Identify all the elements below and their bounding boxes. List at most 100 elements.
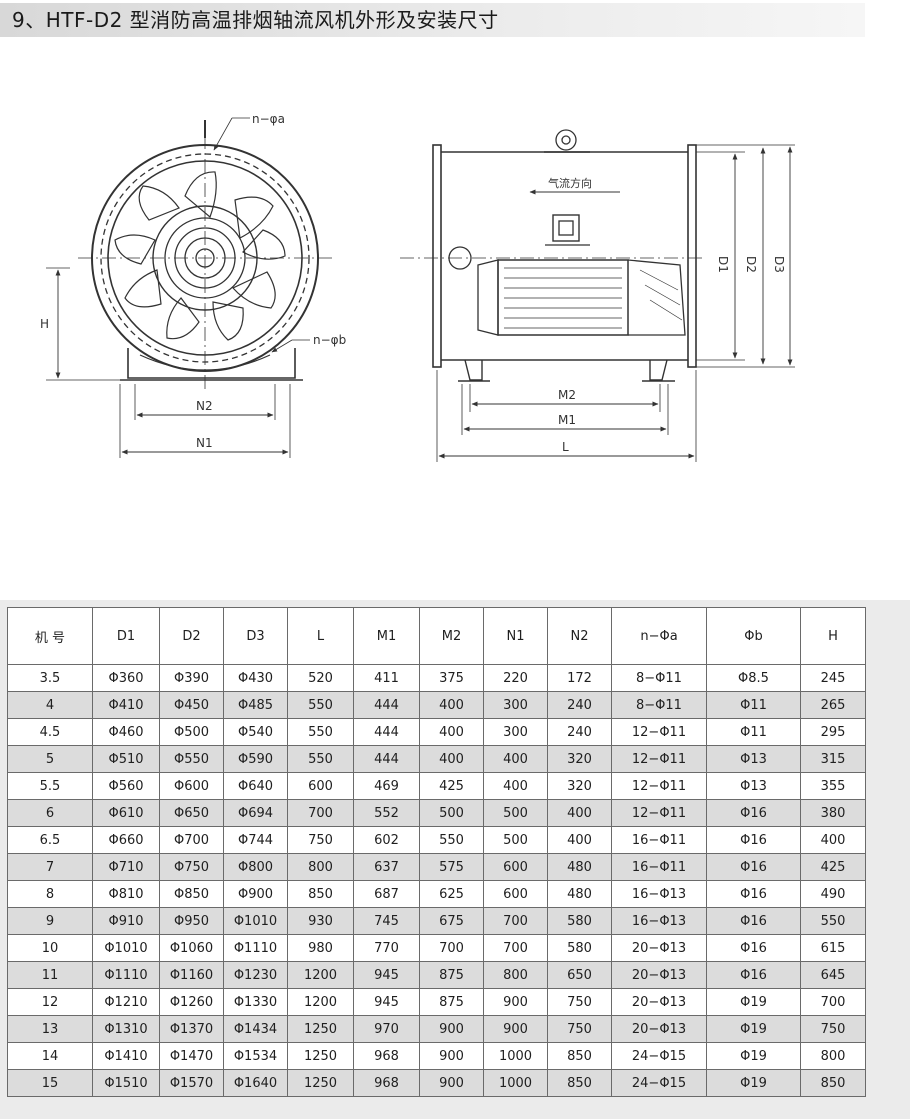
- table-cell: 300: [483, 691, 548, 719]
- table-cell: 400: [483, 772, 548, 800]
- table-cell: 850: [287, 880, 354, 908]
- table-cell: Φ16: [706, 853, 801, 881]
- table-cell: 1000: [483, 1042, 548, 1070]
- table-cell: Φ590: [223, 745, 288, 773]
- table-cell: 968: [353, 1069, 420, 1097]
- table-cell: 687: [353, 880, 420, 908]
- table-cell: 16−Φ13: [611, 880, 707, 908]
- table-cell: 675: [419, 907, 484, 935]
- table-cell: 490: [800, 880, 866, 908]
- table-cell: Φ1310: [92, 1015, 160, 1043]
- table-cell: Φ800: [223, 853, 288, 881]
- table-cell: 750: [287, 826, 354, 854]
- table-cell: Φ11: [706, 691, 801, 719]
- table-cell: Φ1470: [159, 1042, 224, 1070]
- table-cell: 930: [287, 907, 354, 935]
- table-cell: 600: [287, 772, 354, 800]
- table-cell: 700: [800, 988, 866, 1016]
- table-cell: 16−Φ11: [611, 826, 707, 854]
- table-cell: 12: [7, 988, 93, 1016]
- table-cell: Φ11: [706, 718, 801, 746]
- table-cell: 8−Φ11: [611, 664, 707, 692]
- label-d2: D2: [744, 256, 758, 273]
- table-cell: 550: [287, 718, 354, 746]
- table-cell: 12−Φ11: [611, 799, 707, 827]
- table-cell: 300: [483, 718, 548, 746]
- table-cell: 520: [287, 664, 354, 692]
- table-cell: Φ950: [159, 907, 224, 935]
- table-cell: 8: [7, 880, 93, 908]
- table-cell: 550: [419, 826, 484, 854]
- table-cell: 580: [547, 934, 612, 962]
- page-title: 9、HTF-D2 型消防高温排烟轴流风机外形及安装尺寸: [12, 8, 499, 32]
- table-cell: 12−Φ11: [611, 772, 707, 800]
- column-header: D1: [92, 607, 160, 665]
- table-cell: Φ1010: [92, 934, 160, 962]
- table-cell: 600: [483, 853, 548, 881]
- table-cell: Φ1534: [223, 1042, 288, 1070]
- table-cell: 320: [547, 772, 612, 800]
- table-cell: 580: [547, 907, 612, 935]
- table-cell: 970: [353, 1015, 420, 1043]
- table-cell: Φ1010: [223, 907, 288, 935]
- table-cell: 295: [800, 718, 866, 746]
- title-bar: 9、HTF-D2 型消防高温排烟轴流风机外形及安装尺寸: [0, 3, 865, 37]
- table-cell: 400: [419, 691, 484, 719]
- table-cell: 444: [353, 691, 420, 719]
- table-cell: 444: [353, 718, 420, 746]
- table-cell: Φ430: [223, 664, 288, 692]
- table-cell: 265: [800, 691, 866, 719]
- table-cell: Φ1230: [223, 961, 288, 989]
- table-cell: 12−Φ11: [611, 745, 707, 773]
- label-h: H: [40, 317, 49, 331]
- label-airflow: 气流方向: [548, 176, 592, 190]
- table-cell: Φ16: [706, 934, 801, 962]
- table-cell: 500: [483, 799, 548, 827]
- table-cell: 700: [287, 799, 354, 827]
- table-cell: Φ1640: [223, 1069, 288, 1097]
- table-cell: Φ744: [223, 826, 288, 854]
- table-cell: Φ16: [706, 907, 801, 935]
- table-cell: 800: [287, 853, 354, 881]
- table-cell: 425: [800, 853, 866, 881]
- table-cell: 480: [547, 853, 612, 881]
- table-cell: Φ560: [92, 772, 160, 800]
- table-cell: 220: [483, 664, 548, 692]
- table-cell: 172: [547, 664, 612, 692]
- table-cell: 650: [547, 961, 612, 989]
- table-cell: 480: [547, 880, 612, 908]
- table-cell: 850: [547, 1042, 612, 1070]
- table-cell: 20−Φ13: [611, 988, 707, 1016]
- table-cell: Φ13: [706, 772, 801, 800]
- table-cell: Φ1110: [223, 934, 288, 962]
- table-cell: 550: [287, 745, 354, 773]
- column-header: M1: [353, 607, 420, 665]
- table-cell: 400: [419, 745, 484, 773]
- table-cell: 245: [800, 664, 866, 692]
- table-cell: Φ650: [159, 799, 224, 827]
- table-cell: 8−Φ11: [611, 691, 707, 719]
- table-cell: 380: [800, 799, 866, 827]
- table-cell: Φ600: [159, 772, 224, 800]
- table-cell: 400: [419, 718, 484, 746]
- table-cell: 625: [419, 880, 484, 908]
- table-cell: 400: [547, 799, 612, 827]
- table-cell: Φ8.5: [706, 664, 801, 692]
- table-cell: 24−Φ15: [611, 1042, 707, 1070]
- table-cell: 13: [7, 1015, 93, 1043]
- fan-drawing: n−φa n−φb H N2 N1: [0, 90, 910, 484]
- column-header: D2: [159, 607, 224, 665]
- table-cell: 240: [547, 691, 612, 719]
- table-cell: Φ900: [223, 880, 288, 908]
- table-cell: 375: [419, 664, 484, 692]
- table-cell: 6.5: [7, 826, 93, 854]
